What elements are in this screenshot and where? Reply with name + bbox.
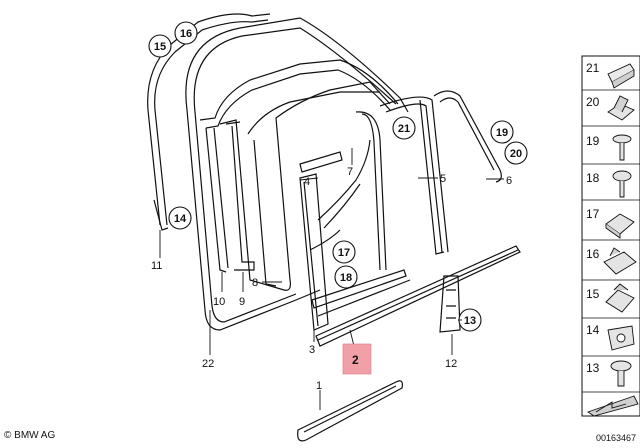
label-part-2[interactable]: 2 — [352, 353, 359, 367]
circled-label-13[interactable]: 13 — [458, 308, 482, 332]
label-part-18: 18 — [340, 272, 352, 284]
circled-label-16[interactable]: 16 — [174, 21, 198, 45]
side-panel — [581, 55, 640, 417]
circled-label-20[interactable]: 20 — [504, 141, 528, 165]
label-part-13: 13 — [464, 315, 476, 327]
thumb-screw-18 — [612, 170, 632, 198]
thumb-clip-16 — [603, 247, 637, 275]
side-num-19[interactable]: 19 — [586, 134, 600, 148]
side-num-18[interactable]: 18 — [586, 171, 600, 185]
label-part-21: 21 — [398, 123, 410, 135]
thumb-clip-17 — [605, 213, 635, 239]
label-part-4[interactable]: 4 — [304, 176, 310, 188]
document-id: 00163467 — [595, 433, 636, 443]
thumb-screw-13 — [610, 360, 632, 387]
circled-label-17[interactable]: 17 — [332, 240, 356, 264]
highlight-box-part-2[interactable] — [342, 343, 372, 375]
label-part-3[interactable]: 3 — [309, 344, 315, 356]
label-part-11[interactable]: 11 — [151, 260, 162, 272]
label-part-14: 14 — [174, 213, 187, 225]
circled-label-15[interactable]: 15 — [148, 34, 172, 58]
label-part-8[interactable]: 8 — [252, 277, 258, 289]
leader-lines — [159, 148, 504, 410]
label-part-10[interactable]: 10 — [213, 296, 225, 308]
label-part-5[interactable]: 5 — [440, 173, 446, 185]
circled-label-18[interactable]: 18 — [334, 265, 358, 289]
label-part-17: 17 — [338, 247, 350, 259]
circled-label-19[interactable]: 19 — [490, 120, 514, 144]
circled-label-14[interactable]: 14 — [168, 206, 192, 230]
thumb-clip-21 — [607, 63, 635, 89]
outer-seal-drawing — [147, 13, 521, 442]
label-part-15: 15 — [154, 41, 166, 53]
label-part-9[interactable]: 9 — [239, 296, 245, 308]
label-part-16: 16 — [180, 28, 192, 40]
label-part-12[interactable]: 12 — [445, 358, 457, 370]
label-part-19: 19 — [496, 127, 508, 139]
side-num-15[interactable]: 15 — [586, 287, 600, 301]
side-num-21[interactable]: 21 — [586, 61, 600, 75]
side-num-14[interactable]: 14 — [586, 323, 600, 337]
side-num-20[interactable]: 20 — [586, 95, 600, 109]
side-num-13[interactable]: 13 — [586, 361, 600, 375]
label-part-6[interactable]: 6 — [506, 175, 512, 187]
side-num-16[interactable]: 16 — [586, 247, 600, 261]
thumb-clip-20 — [607, 95, 635, 121]
label-part-20: 20 — [510, 148, 522, 160]
label-part-7[interactable]: 7 — [347, 166, 353, 178]
label-part-1[interactable]: 1 — [316, 380, 322, 392]
circled-label-21[interactable]: 21 — [392, 116, 416, 140]
side-num-17[interactable]: 17 — [586, 207, 600, 221]
thumb-wedge-arrow — [586, 395, 639, 417]
copyright-text: © BMW AG — [4, 430, 56, 441]
thumb-clip-15 — [605, 283, 635, 313]
thumb-screw-19 — [612, 134, 632, 161]
label-part-22[interactable]: 22 — [202, 358, 214, 370]
thumb-nut-14 — [607, 325, 635, 351]
